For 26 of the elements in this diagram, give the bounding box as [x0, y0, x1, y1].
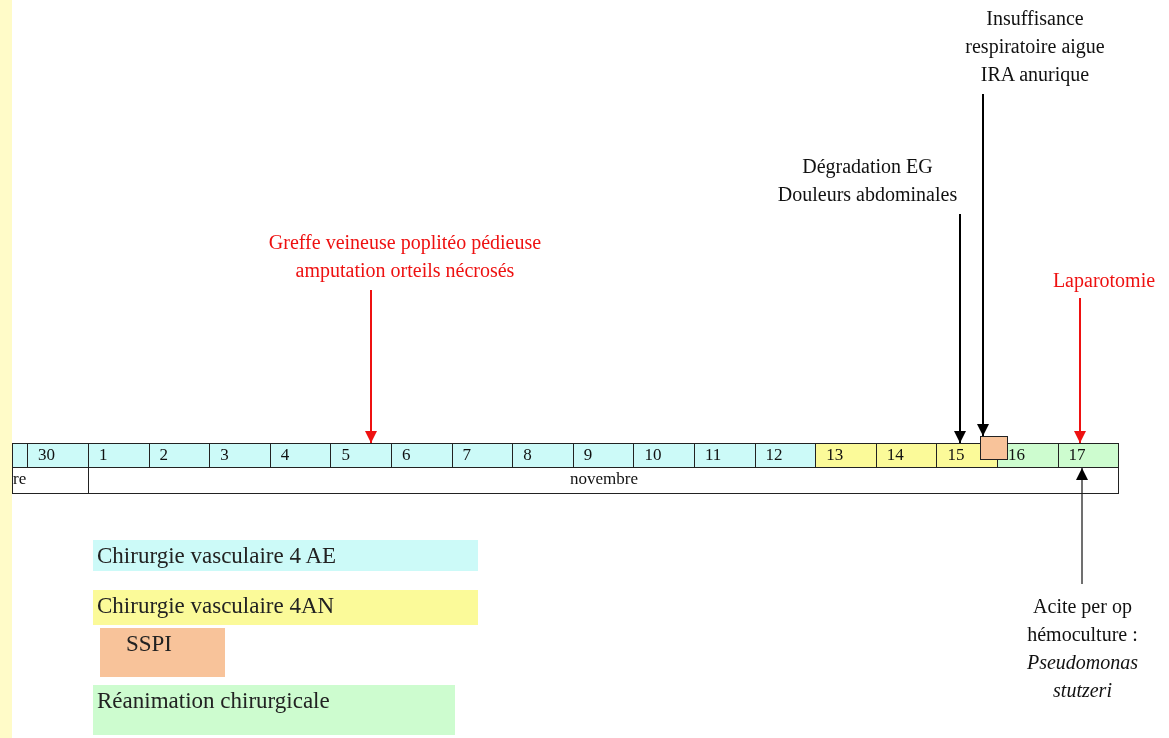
day-cell: 30	[27, 443, 89, 468]
day-cell: 13	[815, 443, 877, 468]
event-label: Laparotomie	[1040, 266, 1168, 296]
legend-label: SSPI	[125, 630, 173, 658]
arrow	[977, 93, 989, 437]
day-cell: 3	[209, 443, 271, 468]
day-cell: 10	[633, 443, 695, 468]
day-cell: 5	[330, 443, 392, 468]
day-cell	[12, 443, 28, 468]
legend-label: Chirurgie vasculaire 4AN	[96, 592, 335, 620]
arrow	[365, 289, 377, 444]
arrow	[954, 213, 966, 444]
sspi-marker	[980, 436, 1008, 460]
legend-label: Réanimation chirurgicale	[96, 687, 330, 715]
event-label: Dégradation EG Douleurs abdominales	[765, 152, 970, 212]
arrow	[1074, 297, 1086, 444]
day-cell: 11	[694, 443, 756, 468]
arrow	[1076, 467, 1088, 585]
day-cell: 6	[391, 443, 453, 468]
event-label: Acite per op hémoculture : Pseudomonas stutzeri	[1005, 592, 1160, 712]
day-cell: 1	[88, 443, 150, 468]
day-cell: 8	[512, 443, 574, 468]
event-label: Greffe veineuse poplitéo pédieuse amputation orteils nécrosés	[225, 228, 585, 288]
event-label: Insuffisance respiratoire aigue IRA anurique	[955, 4, 1115, 92]
legend-label: Chirurgie vasculaire 4 AE	[96, 542, 337, 570]
month-cell: re	[12, 467, 89, 494]
